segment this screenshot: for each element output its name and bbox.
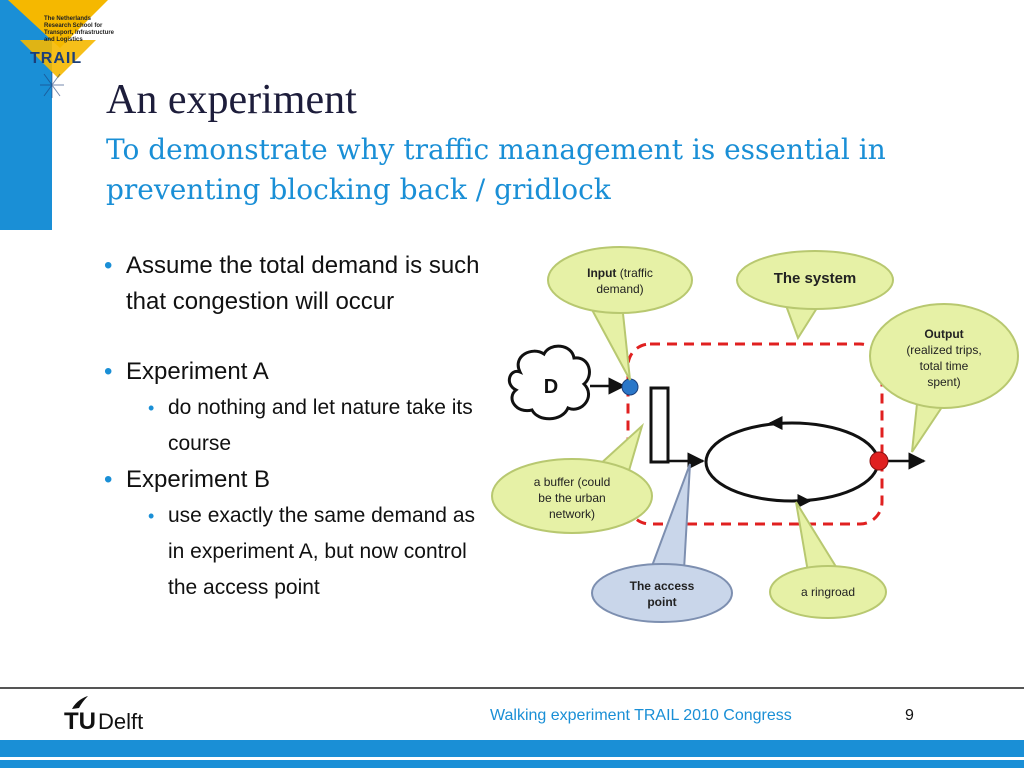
output-callout	[869, 303, 1019, 453]
sub-bullet-text: do nothing and let nature take its cours…	[168, 396, 473, 455]
logo-name: TRAIL	[30, 50, 83, 67]
slide-subtitle: To demonstrate why traffic management is…	[106, 133, 886, 206]
output-label-line2: (realized trips,	[906, 343, 981, 357]
footer-title: Walking experiment TRAIL 2010 Congress	[490, 707, 792, 724]
bullet-item: • Experiment B	[104, 462, 484, 498]
footer-divider	[0, 687, 1024, 689]
logo-text: The Netherlands Research School for Tran…	[44, 16, 115, 43]
system-boundary	[626, 342, 884, 526]
bottom-bar	[0, 740, 1024, 768]
bullet-list: • Assume the total demand is such that co…	[104, 248, 484, 606]
slide-title: An experiment	[106, 77, 357, 123]
bullet-item: • Assume the total demand is such that co…	[104, 248, 484, 320]
bullet-item: • Experiment A	[104, 354, 484, 390]
access-label-line1: The access	[630, 579, 695, 593]
buffer-rect	[649, 386, 670, 464]
bullet-dot-icon: •	[104, 358, 113, 385]
tu-text: TU	[64, 708, 96, 735]
bullet-text: Experiment A	[126, 358, 269, 385]
bullet-text: Assume the total demand is such that con…	[126, 252, 480, 315]
buffer-label-line3: network)	[549, 507, 595, 521]
access-point-callout	[591, 463, 733, 623]
flame-icon	[72, 696, 88, 709]
trail-logo: The Netherlands Research School for Tran…	[0, 0, 140, 110]
sub-bullet-item: • use exactly the same demand as in exper…	[104, 498, 484, 606]
input-callout	[547, 246, 693, 381]
ringroad-label: a ringroad	[801, 585, 855, 599]
system-label: The system	[774, 270, 857, 287]
bullet-dot-icon: •	[148, 398, 155, 418]
ringroad-callout	[769, 501, 887, 619]
input-label-bold: Input	[587, 266, 616, 280]
buffer-label-line2: be the urban	[538, 491, 605, 505]
input-label-line2: demand)	[596, 282, 643, 296]
ringroad-ellipse	[704, 421, 880, 503]
system-callout	[736, 250, 894, 341]
input-label-rest: (traffic	[616, 266, 652, 280]
tu-delft-logo: TU Delft	[64, 696, 143, 735]
access-label-line2: point	[647, 595, 676, 609]
output-label-line4: spent)	[927, 375, 960, 389]
origin-label: D	[544, 376, 558, 398]
bottom-bar-stripe	[0, 757, 1024, 760]
bullet-dot-icon: •	[104, 466, 113, 493]
buffer-label-line1: a buffer (could	[534, 475, 611, 489]
sub-bullet-item: • do nothing and let nature take its cour…	[104, 390, 484, 462]
origin-cloud-icon	[507, 344, 591, 421]
traffic-system-diagram: D Input (traffic demand) The system Outp…	[491, 246, 1019, 623]
output-label-bold: Output	[924, 327, 963, 341]
side-bar	[0, 0, 52, 230]
output-label-line3: total time	[920, 359, 969, 373]
svg-text:Input (traffic: Input (traffic	[587, 266, 653, 280]
trail-diamond-icon	[8, 0, 108, 98]
delft-text: Delft	[98, 709, 143, 734]
bullet-dot-icon: •	[148, 506, 155, 526]
output-point-icon	[869, 451, 889, 471]
bullet-dot-icon: •	[104, 252, 113, 279]
sub-bullet-text: use exactly the same demand as in experi…	[168, 504, 476, 599]
input-point-icon	[621, 378, 639, 396]
buffer-callout	[491, 422, 653, 534]
bullet-text: Experiment B	[126, 466, 271, 493]
page-number: 9	[905, 707, 914, 724]
